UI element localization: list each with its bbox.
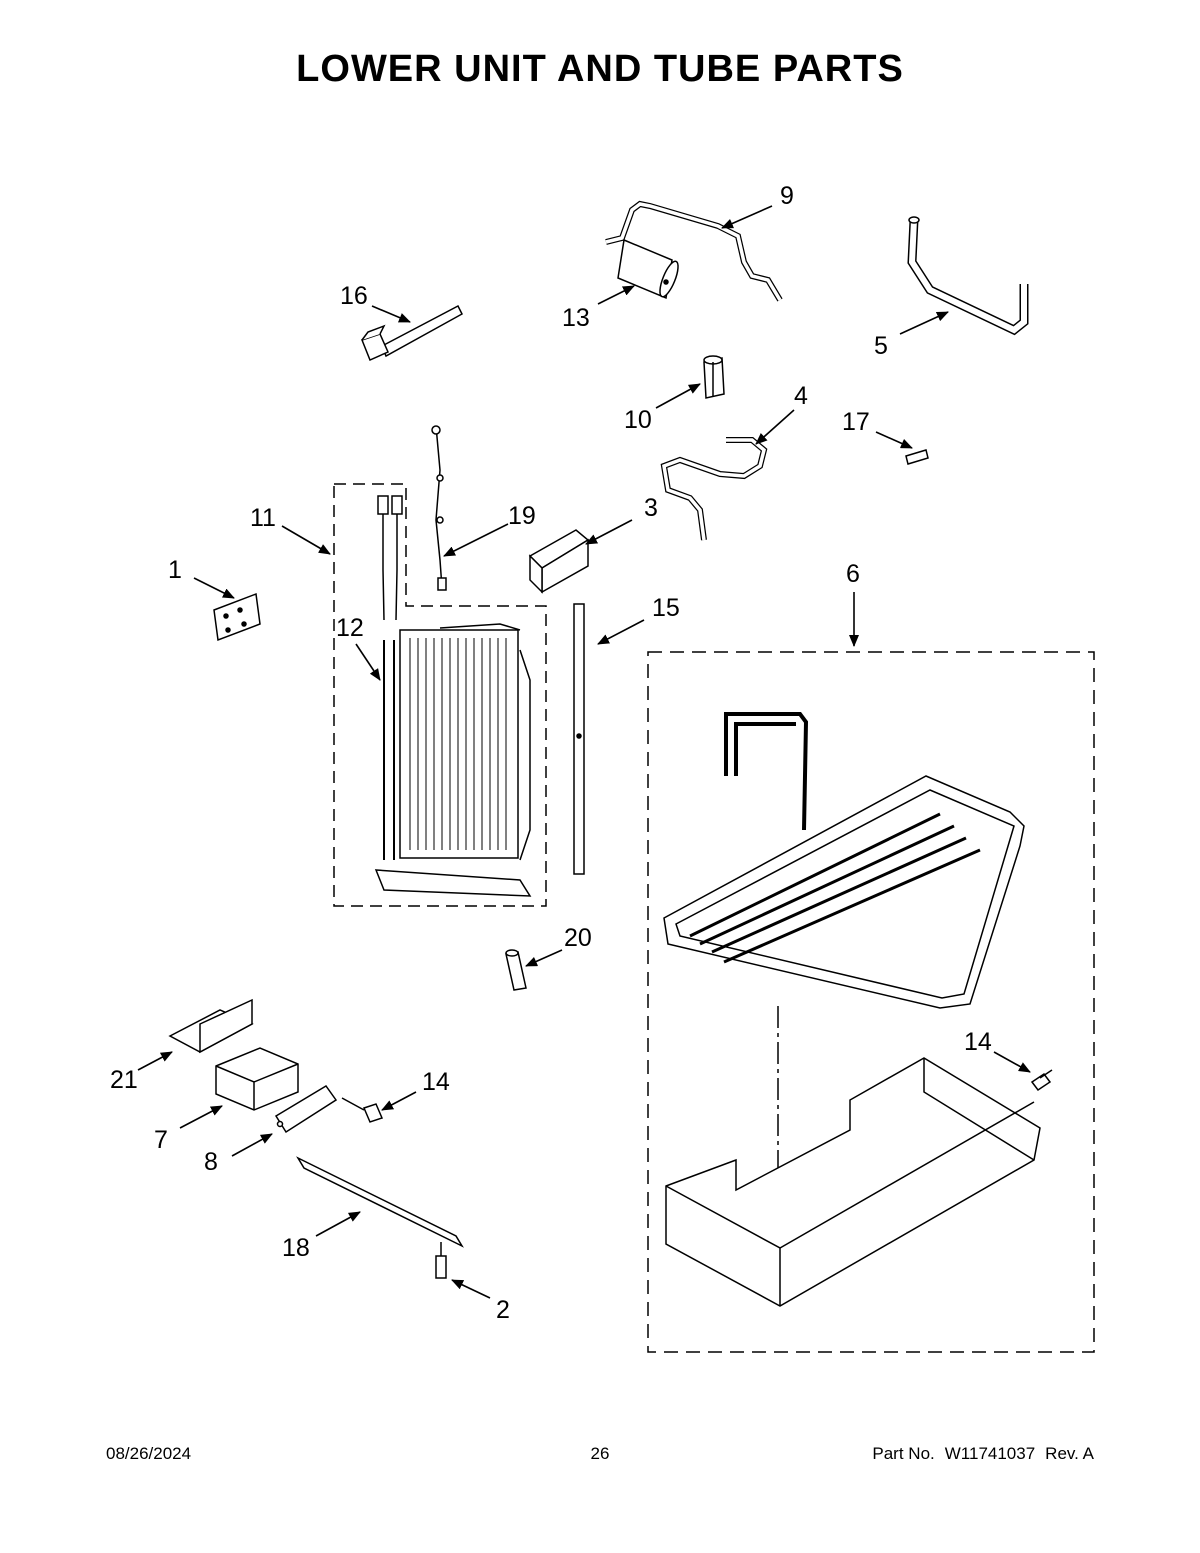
footer-page-number: 26 bbox=[590, 1444, 610, 1463]
part-19-wire-harness bbox=[431, 425, 447, 591]
part-20-sleeve bbox=[505, 949, 527, 991]
callout-9: 9 bbox=[780, 182, 794, 210]
callout-3: 3 bbox=[644, 494, 658, 522]
part-16-cable-tie bbox=[361, 304, 463, 362]
footer-date: 08/26/2024 bbox=[106, 1444, 192, 1463]
callout-5: 5 bbox=[874, 332, 888, 360]
footer-part-info: Part No. W11741037 Rev. A bbox=[862, 1444, 1094, 1464]
part-11-condenser-assembly bbox=[333, 483, 547, 907]
part-3-bracket bbox=[528, 529, 590, 594]
callout-4: 4 bbox=[794, 382, 808, 410]
page-title: LOWER UNIT AND TUBE PARTS bbox=[296, 48, 904, 90]
part-7-bracket bbox=[215, 1047, 299, 1111]
callout-10: 10 bbox=[624, 406, 652, 434]
footer-revision: Rev. A bbox=[1045, 1444, 1094, 1463]
part-17-clip bbox=[905, 449, 929, 465]
part-21-cover bbox=[168, 998, 254, 1054]
footer-part-number: W11741037 bbox=[944, 1444, 1036, 1463]
callout-7: 7 bbox=[154, 1126, 168, 1154]
callout-8: 8 bbox=[204, 1148, 218, 1176]
condenser-fins bbox=[409, 638, 507, 850]
callout-21: 21 bbox=[110, 1066, 138, 1094]
part-2-screw bbox=[435, 1242, 447, 1279]
part-10-sleeve bbox=[703, 355, 725, 399]
part-14-screw-right bbox=[1030, 1069, 1053, 1092]
callout-16: 16 bbox=[340, 282, 368, 310]
callout-11: 11 bbox=[250, 504, 276, 532]
callout-14-left: 14 bbox=[422, 1068, 450, 1096]
callout-14-right: 14 bbox=[964, 1028, 992, 1056]
callout-20: 20 bbox=[564, 924, 592, 952]
callout-15: 15 bbox=[652, 594, 680, 622]
part-14-screw-left bbox=[341, 1097, 384, 1123]
part-18-rail bbox=[296, 1156, 464, 1248]
callout-13: 13 bbox=[562, 304, 590, 332]
part-9-tube bbox=[605, 200, 783, 302]
callout-12: 12 bbox=[336, 614, 364, 642]
footer-part-label: Part No. bbox=[872, 1444, 935, 1463]
part-6-drain-pan-assembly bbox=[647, 651, 1095, 1353]
part-8-plate bbox=[274, 1085, 338, 1134]
callout-6: 6 bbox=[846, 560, 860, 588]
callout-2: 2 bbox=[496, 1296, 510, 1324]
part-13-insulation-sleeve bbox=[617, 238, 679, 300]
callout-labels: 9 13 5 16 10 4 17 11 19 3 1 6 15 12 20 1… bbox=[110, 182, 992, 1324]
callout-18: 18 bbox=[282, 1234, 310, 1262]
part-15-strip bbox=[573, 603, 585, 875]
callout-17: 17 bbox=[842, 408, 870, 436]
part-4-tube bbox=[660, 437, 768, 541]
callout-1: 1 bbox=[168, 556, 182, 584]
callout-19: 19 bbox=[508, 502, 536, 530]
leader-arrows bbox=[137, 205, 1031, 1299]
part-1-plate bbox=[213, 592, 261, 642]
part-5-tube bbox=[907, 216, 1029, 336]
